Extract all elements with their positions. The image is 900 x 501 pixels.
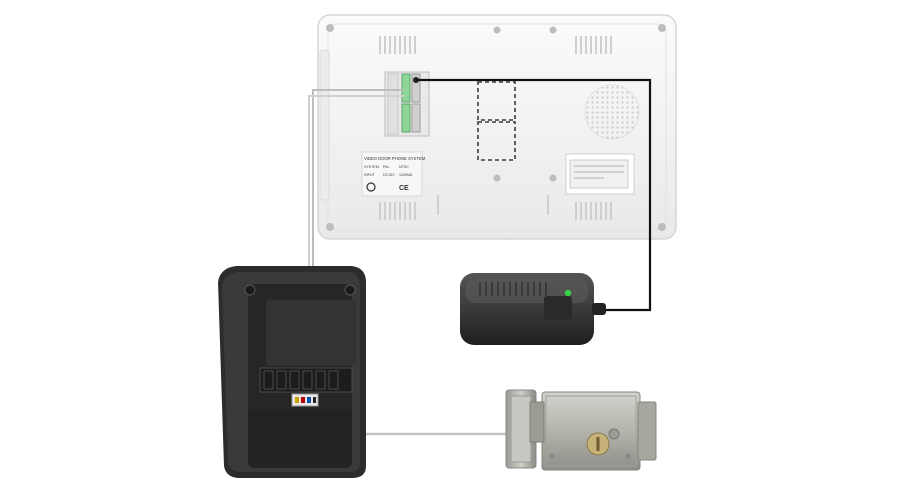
power-adapter [460, 273, 606, 345]
monitor-terminals [384, 71, 430, 137]
ce-mark: CE [399, 185, 409, 192]
spec-label: VIDEO DOOR PHONE SYSTEM SYSTEM PAL NTSC … [361, 151, 426, 197]
spec-row-1-val2: NTSC [399, 165, 409, 169]
electric-lock [505, 389, 657, 471]
spec-row-1-val: PAL [383, 165, 390, 169]
indoor-monitor: VIDEO DOOR PHONE SYSTEM SYSTEM PAL NTSC … [317, 14, 677, 240]
spec-row-2-val: DC15V [383, 173, 395, 177]
spec-row-1-key: SYSTEM [364, 165, 379, 169]
vent-slots [379, 36, 612, 220]
outdoor-camera-unit [218, 266, 366, 478]
outdoor-terminal-block [259, 367, 353, 393]
mount-bracket [477, 81, 516, 161]
power-wire [416, 78, 652, 312]
rating-sticker [565, 153, 635, 195]
spec-label-title: VIDEO DOOR PHONE SYSTEM [364, 156, 426, 161]
power-led-indicator [564, 289, 572, 297]
recycle-icon [366, 182, 376, 192]
speaker-grill [584, 84, 640, 140]
screw-holes [326, 24, 666, 231]
spec-row-2-key: INPUT [364, 173, 376, 177]
spec-row-2-val2: 1200MA [399, 173, 413, 177]
